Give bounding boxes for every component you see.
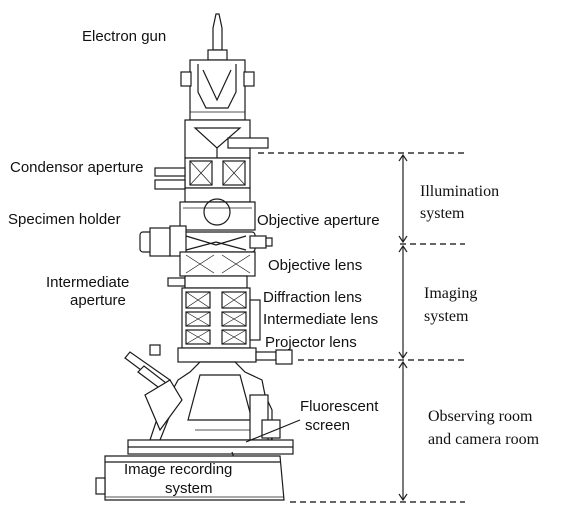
electron-gun-drawing — [181, 14, 254, 120]
label-intermediate-lens: Intermediate lens — [263, 311, 378, 328]
condensor-lenses — [155, 158, 250, 202]
projector-lens-drawing — [178, 348, 256, 362]
label-specimen-holder: Specimen holder — [8, 211, 121, 228]
label-observing-2: and camera room — [428, 431, 540, 448]
intermediate-aperture-rod — [168, 278, 185, 286]
label-diffraction-lens: Diffraction lens — [263, 289, 362, 306]
label-projector-lens: Projector lens — [265, 334, 357, 351]
label-image-recording-2: system — [165, 480, 213, 497]
lens-stack — [182, 288, 260, 348]
system-labels: Illumination system Imaging system Obser… — [420, 183, 540, 448]
objective-region — [140, 226, 272, 276]
label-image-recording-1: Image recording — [124, 461, 232, 478]
label-imaging-1: Imaging — [424, 285, 477, 302]
label-electron-gun: Electron gun — [82, 28, 166, 45]
valve-handle — [228, 138, 268, 148]
label-imaging-2: system — [424, 308, 469, 325]
label-illumination-1: Illumination — [420, 183, 499, 200]
label-intermediate-aperture-1: Intermediate — [46, 274, 129, 291]
observing-chamber — [145, 362, 280, 440]
label-fluorescent-screen-1: Fluorescent — [300, 398, 379, 415]
label-intermediate-aperture-2: aperture — [70, 292, 126, 309]
label-condensor-aperture: Condensor aperture — [10, 159, 143, 176]
specimen-chamber — [180, 202, 255, 230]
label-fluorescent-screen-2: screen — [305, 417, 350, 434]
label-observing-1: Observing room — [428, 408, 533, 425]
label-objective-lens: Objective lens — [268, 257, 362, 274]
label-objective-aperture: Objective aperture — [257, 212, 380, 229]
label-illumination-2: system — [420, 205, 465, 222]
condensor-aperture-rod — [155, 168, 185, 176]
